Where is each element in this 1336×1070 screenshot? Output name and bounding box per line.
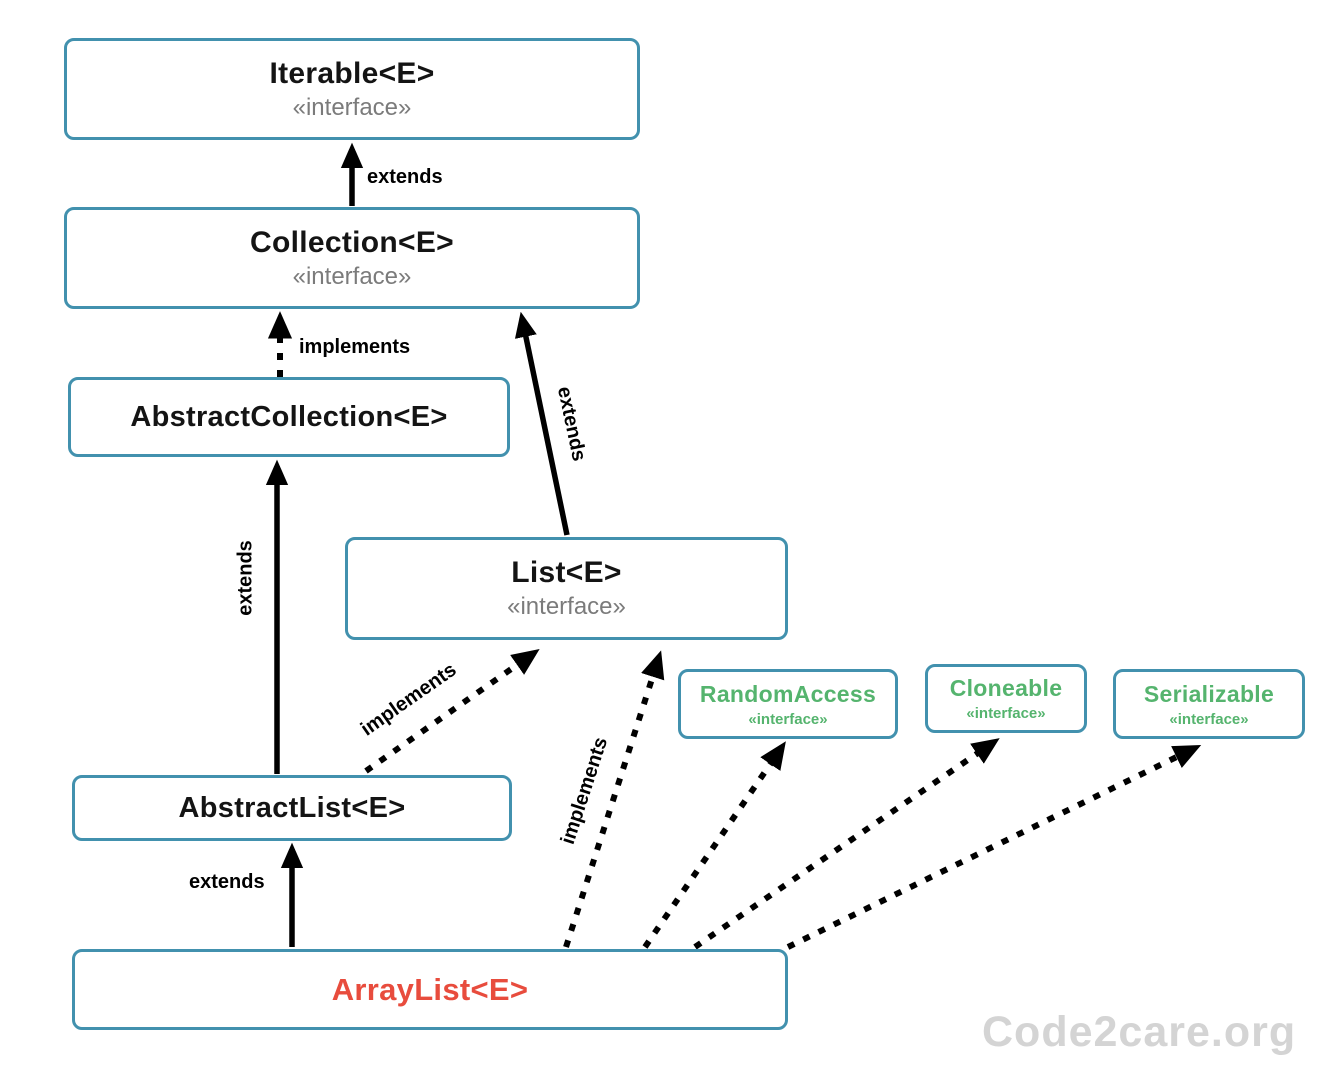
class-box-serializable: Serializable «interface» bbox=[1113, 669, 1305, 739]
class-box-abstractlist: AbstractList<E> bbox=[72, 775, 512, 841]
class-name: List<E> bbox=[511, 556, 622, 589]
class-name: Serializable bbox=[1143, 680, 1275, 707]
stereotype-label: «interface» bbox=[966, 705, 1046, 722]
arrow-arraylist-to-serializable bbox=[786, 744, 1202, 950]
edge-label-implements: implements bbox=[299, 336, 411, 358]
arrow-abstractlist-to-list bbox=[364, 649, 540, 774]
edge-label-extends: extends bbox=[367, 166, 443, 188]
class-name: Iterable<E> bbox=[269, 56, 435, 90]
class-name: AbstractCollection<E> bbox=[130, 400, 448, 433]
edge-label-extends: extends bbox=[189, 871, 265, 893]
class-name: Collection<E> bbox=[250, 225, 454, 259]
class-box-cloneable: Cloneable «interface» bbox=[925, 664, 1087, 733]
class-name: AbstractList<E> bbox=[178, 791, 406, 824]
stereotype-label: «interface» bbox=[292, 262, 412, 290]
stereotype-label: «interface» bbox=[1169, 710, 1249, 728]
stereotype-label: «interface» bbox=[507, 593, 626, 620]
class-box-arraylist: ArrayList<E> bbox=[72, 949, 788, 1030]
watermark: Code2care.org bbox=[982, 1008, 1297, 1056]
edge-label-extends: extends bbox=[234, 540, 257, 616]
class-name: RandomAccess bbox=[699, 680, 877, 707]
class-box-iterable: Iterable<E> «interface» bbox=[64, 38, 640, 140]
class-name: Cloneable bbox=[949, 675, 1063, 701]
arrow-list-to-collection bbox=[514, 311, 570, 536]
arrow-arraylist-to-cloneable bbox=[693, 738, 1000, 950]
class-box-abstractcollection: AbstractCollection<E> bbox=[68, 377, 510, 457]
class-box-collection: Collection<E> «interface» bbox=[64, 207, 640, 309]
stereotype-label: «interface» bbox=[748, 710, 828, 728]
class-box-list: List<E> «interface» bbox=[345, 537, 788, 640]
class-name: ArrayList<E> bbox=[331, 971, 529, 1007]
stereotype-label: «interface» bbox=[292, 93, 412, 121]
class-box-randomaccess: RandomAccess «interface» bbox=[678, 669, 898, 739]
arrow-arraylist-to-randomaccess bbox=[642, 741, 786, 949]
